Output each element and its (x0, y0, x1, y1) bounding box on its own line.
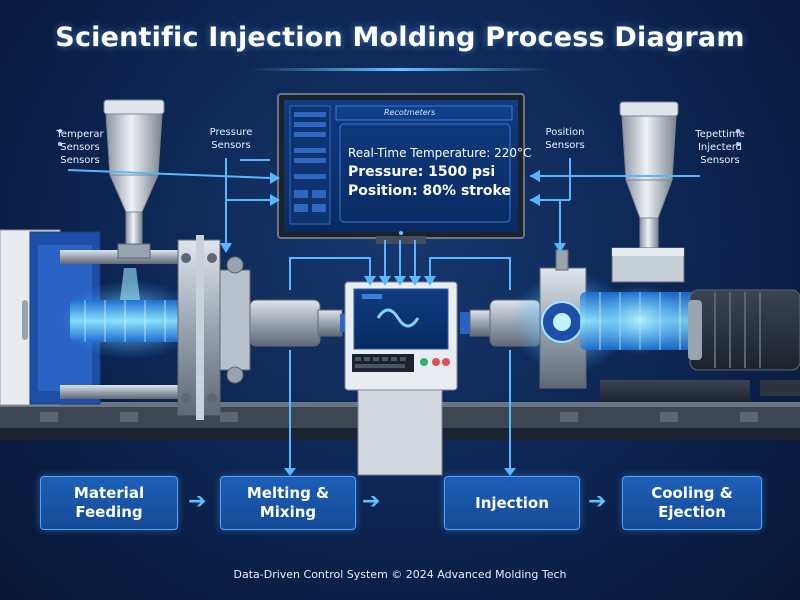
left-hopper (103, 99, 165, 259)
monitor-temperature: Real-Time Temperature: 220°C (348, 146, 532, 160)
page-title: Scientific Injection Molding Process Dia… (55, 22, 745, 53)
title-underline (250, 68, 550, 71)
sensor-leader-dots (58, 129, 740, 146)
right-hopper (611, 101, 685, 283)
monitor-pressure: Pressure: 1500 psi (348, 164, 496, 180)
signal-lines (67, 158, 700, 470)
control-console (344, 281, 458, 476)
left-nozzle (249, 299, 352, 347)
arrow-right-icon: ➔ (588, 489, 607, 514)
signal-arrowheads (220, 170, 566, 476)
left-barrel (60, 268, 200, 360)
right-temp-sensors-label: Tepettime Injecterd Sensors (695, 129, 745, 166)
monitor-position: Position: 80% stroke (348, 183, 511, 199)
arrow-right-icon: ➔ (188, 489, 207, 514)
drive-motor (688, 289, 800, 396)
right-position-sensors-label: Position Sensors (545, 127, 585, 151)
footer-text: Data-Driven Control System © 2024 Advanc… (233, 568, 567, 581)
flow-step-material-feeding: Material Feeding (40, 476, 178, 530)
arrow-right-icon: ➔ (362, 489, 381, 514)
left-platen (177, 235, 251, 420)
left-pressure-sensors-label: Pressure Sensors (209, 127, 253, 151)
flow-step-cooling-ejection: Cooling & Ejection (622, 476, 762, 530)
monitor-header: Recotmeters (384, 108, 436, 117)
left-temp-sensors-label: Temperar Sensors Sensors (56, 129, 104, 166)
flow-step-melting-mixing: Melting & Mixing (220, 476, 356, 530)
flow-step-injection: Injection (444, 476, 580, 530)
process-monitor (277, 93, 525, 244)
